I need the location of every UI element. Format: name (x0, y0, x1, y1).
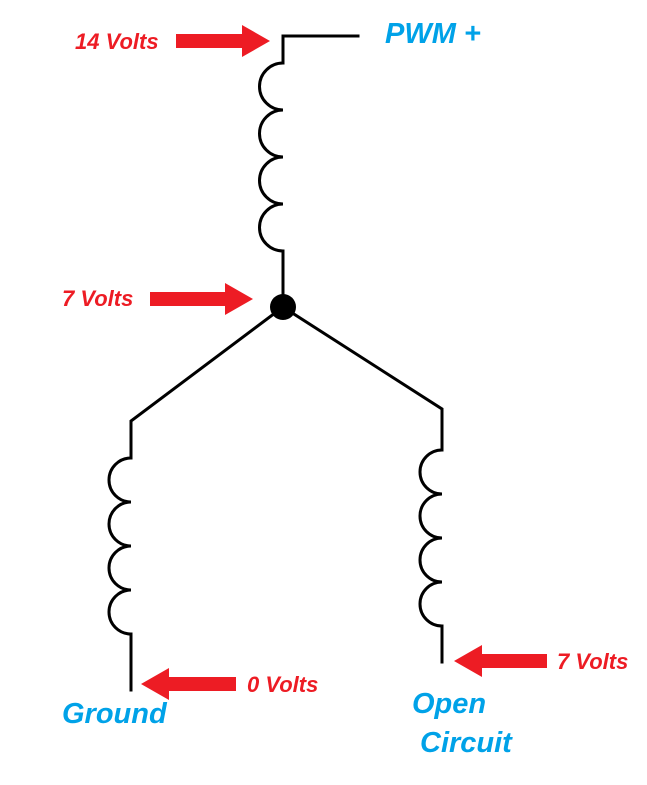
right-coil (418, 448, 444, 628)
label-open-terminal-line2: Circuit (420, 727, 513, 759)
arrow-7-volts-center (150, 283, 253, 315)
right-branch-wire (280, 304, 444, 452)
label-ground-terminal: Ground (62, 698, 168, 730)
label-pwm-terminal: PWM + (385, 18, 481, 50)
arrow-7-volts-open (454, 645, 547, 677)
label-open-voltage: 7 Volts (557, 649, 628, 674)
top-wire (281, 34, 360, 65)
left-branch-wire (129, 304, 286, 460)
arrow-14-volts (176, 25, 270, 57)
center-node (270, 294, 296, 320)
label-ground-voltage: 0 Volts (247, 672, 318, 697)
top-coil (258, 61, 285, 253)
arrow-0-volts (141, 668, 236, 700)
left-coil (107, 456, 133, 636)
label-supply-voltage: 14 Volts (75, 29, 159, 54)
label-center-voltage: 7 Volts (62, 286, 133, 311)
label-open-terminal-line1: Open (412, 688, 486, 720)
